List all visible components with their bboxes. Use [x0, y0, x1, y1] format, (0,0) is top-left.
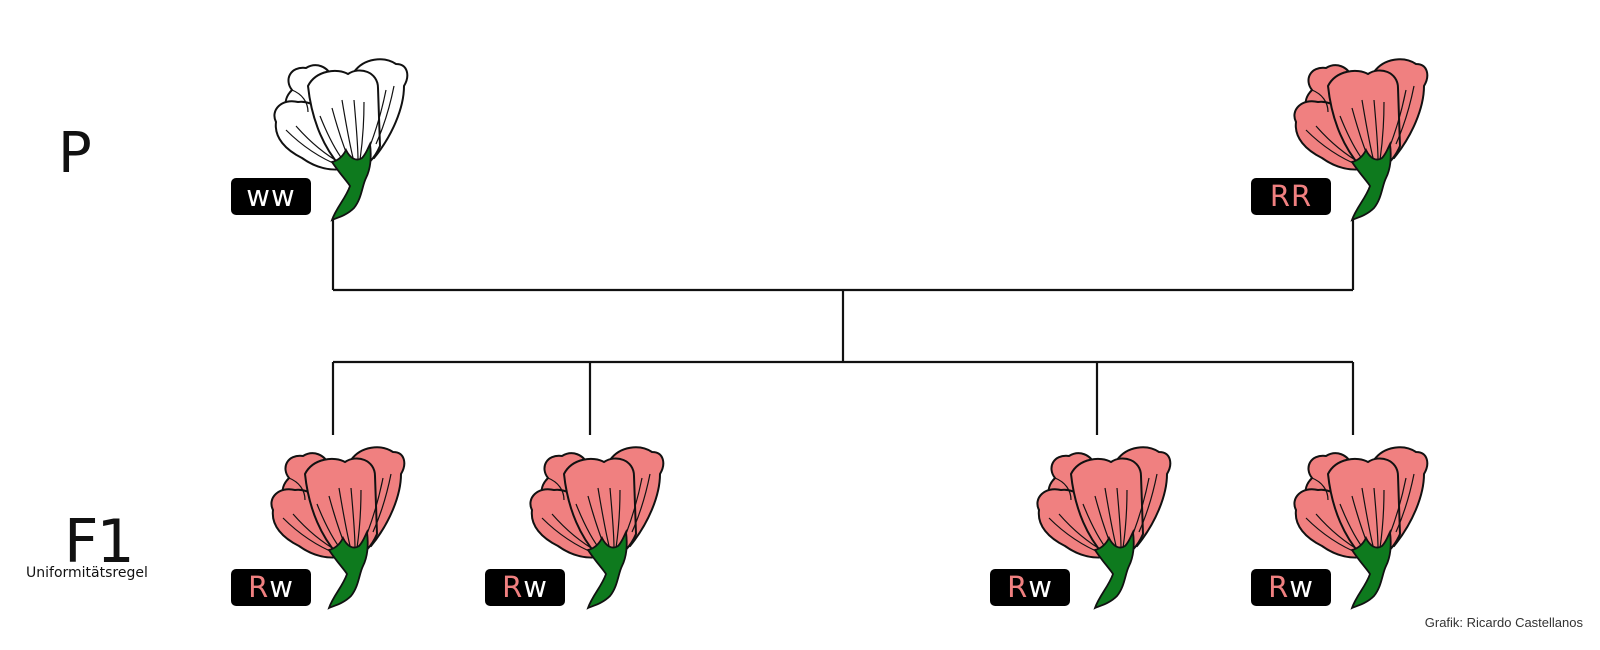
dominant-allele: R: [1291, 179, 1313, 213]
stem: [327, 528, 369, 610]
f1-generation-label: F1: [64, 507, 135, 577]
dominant-allele: R: [1268, 570, 1290, 604]
petal-vein: [1048, 473, 1158, 555]
dominant-allele: R: [1007, 570, 1029, 604]
offspring-flower-1: [259, 438, 409, 610]
petal-vein: [541, 473, 651, 555]
petal-vein: [1311, 477, 1329, 501]
petal-vein: [1305, 473, 1415, 555]
recessive-allele: w: [1289, 570, 1314, 604]
dominant-allele: R: [1269, 179, 1291, 213]
dominant-allele: R: [502, 570, 524, 604]
parent-white-flower: [262, 50, 412, 222]
parent-red-flower: [1282, 50, 1432, 222]
genotype-label-offspring-3: Rw: [990, 569, 1070, 606]
stem: [586, 528, 628, 610]
offspring-flower-4: [1282, 438, 1432, 610]
red-flower-icon: [1293, 446, 1429, 610]
offspring-flower-3: [1025, 438, 1175, 610]
recessive-allele: w: [246, 179, 271, 213]
genotype-label-parent-white: ww: [231, 178, 311, 215]
parent-generation-label: P: [58, 121, 92, 186]
genotype-label-parent-red: RR: [1251, 178, 1331, 215]
offspring-flower-2: [518, 438, 668, 610]
recessive-allele: w: [1028, 570, 1053, 604]
red-flower-icon: [270, 446, 406, 610]
stem: [1350, 528, 1392, 610]
petal-vein: [1305, 85, 1415, 167]
genotype-label-offspring-1: Rw: [231, 569, 311, 606]
petal-vein: [288, 477, 306, 501]
petal-vein: [291, 89, 309, 113]
petal-vein: [282, 473, 392, 555]
recessive-allele: w: [271, 179, 296, 213]
image-credit: Grafik: Ricardo Castellanos: [1424, 615, 1583, 630]
genotype-label-offspring-4: Rw: [1251, 569, 1331, 606]
petal-vein: [1054, 477, 1072, 501]
petal-vein: [285, 85, 395, 167]
dominant-allele: R: [248, 570, 270, 604]
genotype-label-offspring-2: Rw: [485, 569, 565, 606]
stem: [1093, 528, 1135, 610]
red-flower-icon: [1036, 446, 1172, 610]
petal-vein: [1311, 89, 1329, 113]
stem: [330, 140, 372, 222]
recessive-allele: w: [269, 570, 294, 604]
recessive-allele: w: [523, 570, 548, 604]
red-flower-icon: [529, 446, 665, 610]
red-flower-icon: [1293, 58, 1429, 222]
f1-rule-sublabel: Uniformitätsregel: [26, 565, 148, 581]
stem: [1350, 140, 1392, 222]
petal-vein: [547, 477, 565, 501]
white-flower-icon: [273, 58, 409, 222]
